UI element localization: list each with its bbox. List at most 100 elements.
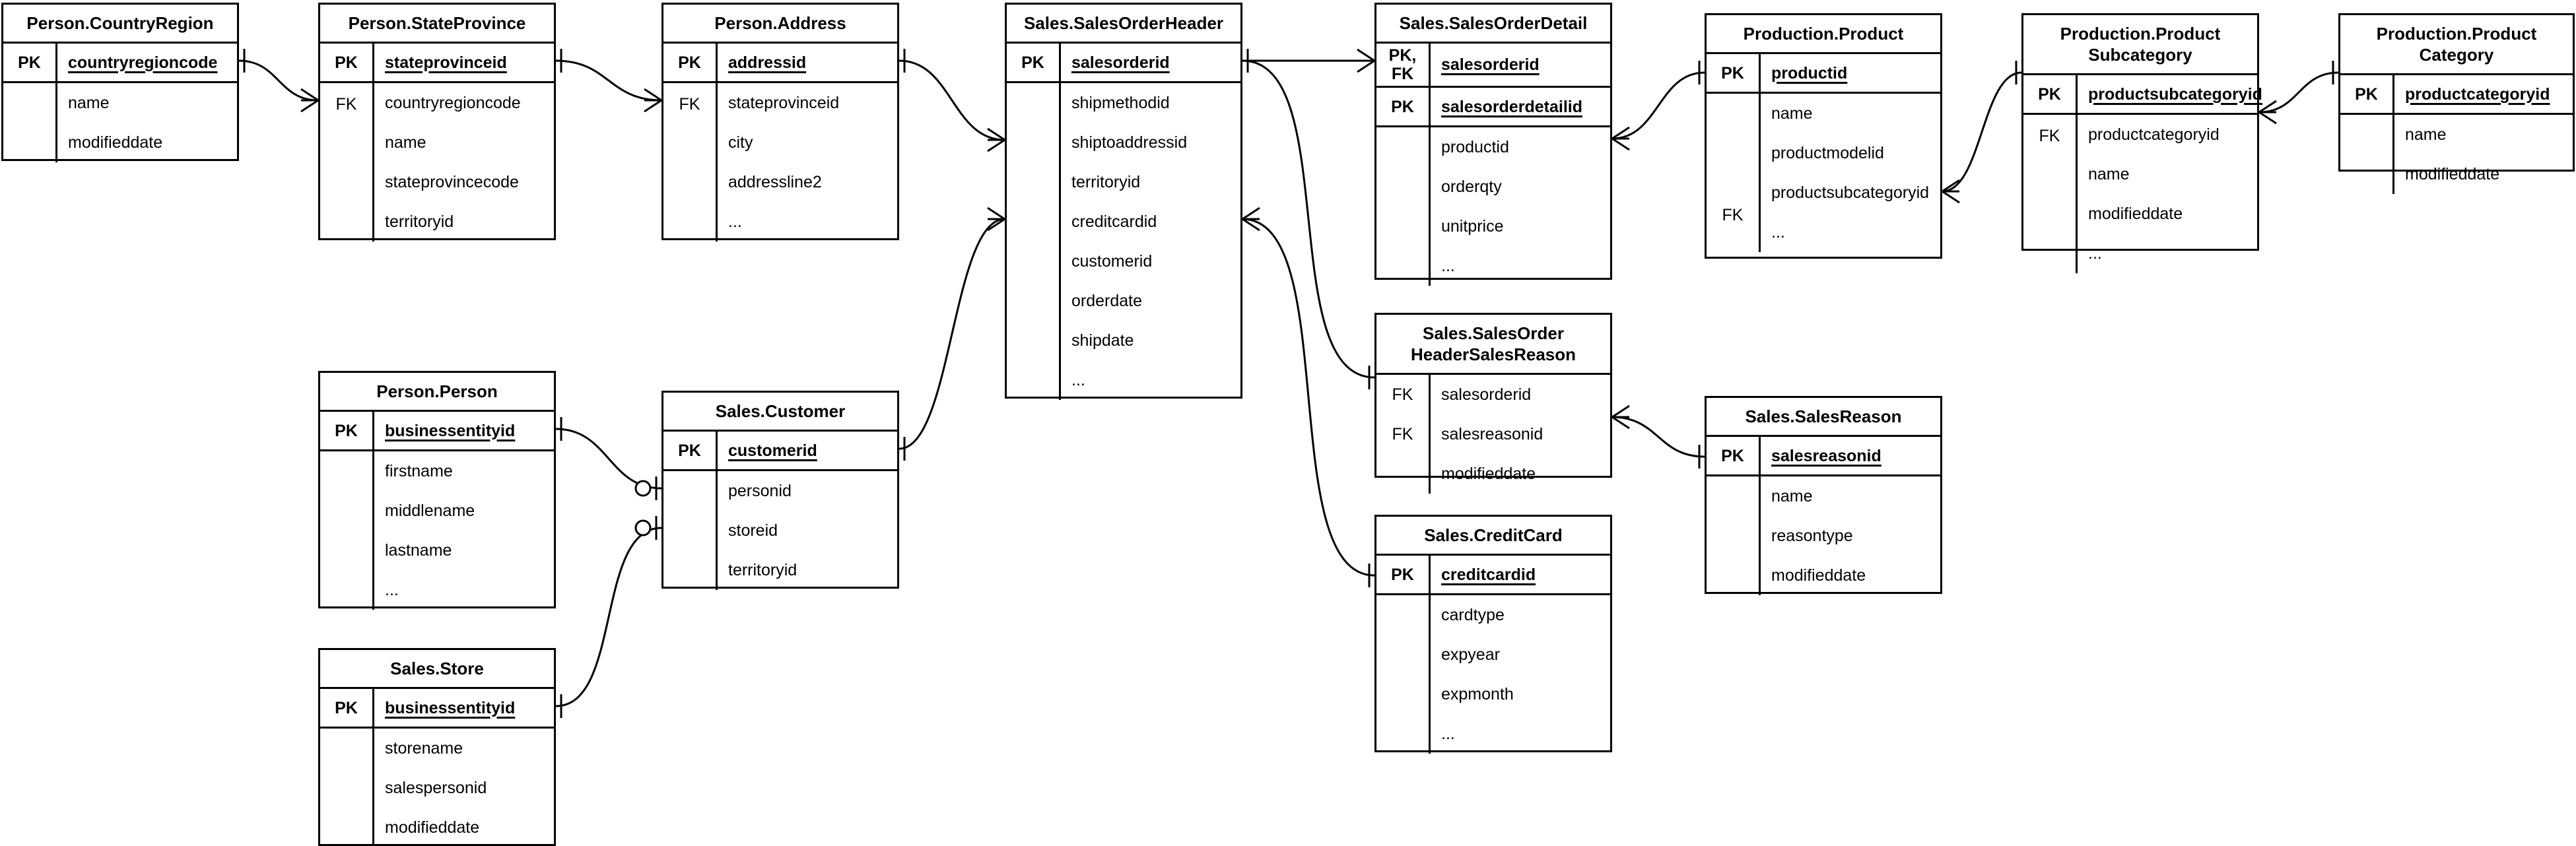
relationship-rel-person-customer <box>555 417 662 500</box>
entity-title: Production.Product Subcategory <box>2023 15 2257 75</box>
attribute-name: businessentityid <box>385 421 516 440</box>
attribute-name: reasontype <box>1771 527 1853 545</box>
entity-title: Production.Product <box>1707 15 1940 54</box>
key-badge: PK <box>2023 75 2078 113</box>
attribute-name: creditcardid <box>1441 565 1536 584</box>
key-badge: PK <box>320 689 374 727</box>
key-column <box>1007 83 1061 400</box>
attribute-name: ... <box>728 212 742 231</box>
attribute-name: salespersonid <box>385 779 487 797</box>
attribute-name: productmodelid <box>1771 144 1884 162</box>
key-column <box>1707 476 1761 595</box>
attribute-name: orderqty <box>1441 178 1502 196</box>
attribute-name: personid <box>728 482 792 500</box>
key-badge: FK <box>679 95 700 114</box>
key-column <box>3 83 57 162</box>
relationship-rel-salesorderdetail-product <box>1611 61 1705 151</box>
relationship-rel-salesorderheader-salesorderheadersalesreason <box>1242 49 1375 389</box>
key-badge: PK <box>2340 75 2394 113</box>
relationship-rel-store-customer <box>555 516 662 718</box>
attribute-name: modifieddate <box>1771 566 1866 585</box>
attribute-name: territoryid <box>1071 173 1141 191</box>
attribute-name: name <box>385 133 426 152</box>
entity-title: Sales.SalesOrderDetail <box>1376 5 1610 44</box>
attribute-name: salesorderid <box>1071 53 1170 72</box>
key-column <box>663 471 718 590</box>
entity-title: Sales.SalesReason <box>1707 398 1940 437</box>
attribute-name: city <box>728 133 753 152</box>
attribute-name: stateprovinceid <box>728 94 840 112</box>
entity-title: Sales.SalesOrderHeader <box>1007 5 1240 44</box>
attribute-name: ... <box>2088 244 2102 263</box>
attribute-name: productsubcategoryid <box>2088 84 2262 104</box>
attribute-name: modifieddate <box>385 818 480 837</box>
attribute-name: shipdate <box>1071 331 1134 350</box>
attribute-name: firstname <box>385 462 453 480</box>
key-badge: FK <box>1722 206 1744 224</box>
key-badge: PK <box>663 432 718 469</box>
key-column <box>2340 115 2394 194</box>
attribute-name: modifieddate <box>1441 465 1536 483</box>
entity-title: Sales.Store <box>320 650 554 689</box>
attribute-name: name <box>2405 125 2447 144</box>
attribute-name: modifieddate <box>68 133 163 152</box>
attribute-name: ... <box>1441 257 1455 275</box>
entity-title: Sales.Customer <box>663 393 897 432</box>
attribute-name: salesreasonid <box>1771 446 1881 465</box>
attribute-name: orderdate <box>1071 292 1143 310</box>
attribute-name: countryregioncode <box>385 94 521 112</box>
attribute-name: addressid <box>728 53 807 72</box>
key-badge: FK <box>1392 385 1413 404</box>
relationship-rel-countryregion-stateprovince <box>238 49 319 113</box>
relationship-rel-productsubcategory-productcategory <box>2258 61 2339 125</box>
entity-title: Person.StateProvince <box>320 5 554 44</box>
attribute-name: countryregioncode <box>68 53 218 72</box>
key-column <box>320 451 374 610</box>
attribute-name: storeid <box>728 521 778 540</box>
key-badge: PK <box>1376 556 1431 593</box>
attribute-name: expyear <box>1441 645 1500 664</box>
key-badge: PK <box>320 412 374 449</box>
attribute-name: productsubcategoryid <box>1771 183 1930 202</box>
attribute-name: stateprovincecode <box>385 173 519 191</box>
key-attribute-row: PK creditcardid <box>1376 556 1610 595</box>
attribute-name: salesorderid <box>1441 385 1532 404</box>
